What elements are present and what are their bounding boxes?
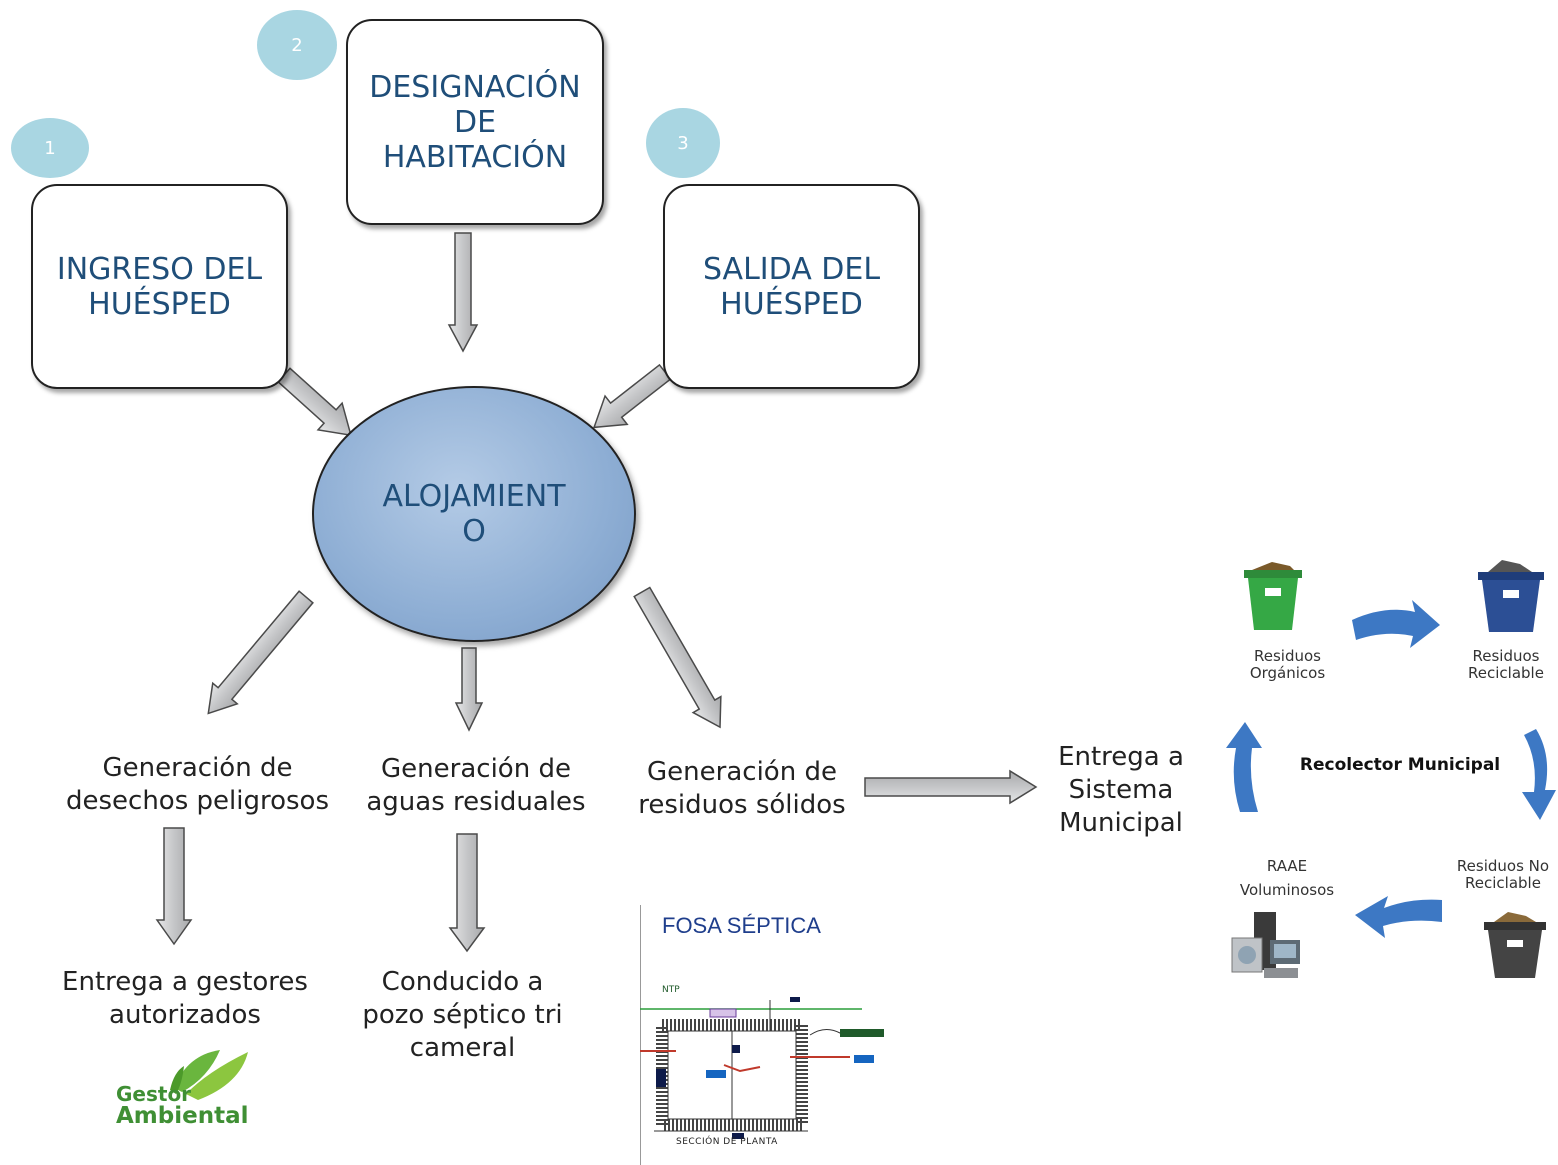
arrow-center-to-aguas (454, 647, 484, 732)
organic-bin (1232, 558, 1342, 636)
step-number: 1 (44, 137, 56, 159)
appliances-icon (1231, 912, 1300, 978)
gestor-ambiental-logo: Gestor Ambiental (112, 1050, 257, 1130)
gray-bin-icon (1484, 912, 1546, 978)
ingreso-box: INGRESO DEL HUÉSPED (31, 184, 288, 389)
arrow-solidos-to-municipal (864, 769, 1038, 805)
salida-label: SALIDA DEL HUÉSPED (702, 251, 881, 322)
step-badge-1: 1 (11, 118, 89, 178)
logo-line2: Ambiental (116, 1103, 249, 1129)
alojamiento-label: ALOJAMIENTO (382, 479, 566, 549)
reciclable-label: Residuos Reciclable (1468, 647, 1544, 682)
step-badge-2: 2 (257, 10, 337, 80)
aguas-text: Generación de aguas residuales (366, 754, 586, 817)
septic-tank-icon (640, 997, 884, 1139)
ntp-label: NTP (662, 985, 680, 995)
salida-box: SALIDA DEL HUÉSPED (663, 184, 920, 389)
arrow-salida-to-center (592, 363, 672, 429)
alojamiento-node: ALOJAMIENTO (312, 386, 636, 642)
step-number: 2 (291, 34, 303, 56)
leaf-icon (170, 1050, 248, 1100)
arrow-designacion-to-center (447, 232, 479, 353)
ingreso-label: INGRESO DEL HUÉSPED (56, 251, 263, 322)
fosa-septica-drawing: FOSA SÉPTICA NTP SECCIÓN DE PLANTA (640, 905, 890, 1165)
cycle-arrow-right (1522, 729, 1556, 820)
step-badge-3: 3 (646, 108, 720, 178)
cycle-arrow-left (1226, 722, 1262, 812)
recyclable-bin (1470, 560, 1558, 636)
fosa-title: FOSA SÉPTICA (662, 913, 821, 938)
organicos-label: Residuos Orgánicos (1249, 647, 1326, 682)
cycle-arrow-bottom (1355, 896, 1442, 938)
non-recyclable-bin (1478, 910, 1558, 982)
fosa-caption: SECCIÓN DE PLANTA (676, 1137, 778, 1147)
peligrosos-text: Generación de desechos peligrosos (65, 753, 329, 816)
arrow-aguas-to-pozo (448, 833, 486, 953)
gestores-text: Entrega a gestores autorizados (62, 967, 308, 1030)
designacion-box: DESIGNACIÓN DE HABITACIÓN (346, 19, 604, 225)
blue-bin-icon (1478, 560, 1544, 632)
no-reciclable-label: Residuos No Reciclable (1456, 857, 1550, 892)
arrow-peligrosos-to-gestores (155, 827, 193, 946)
arrow-center-to-peligrosos (207, 590, 314, 715)
solidos-text: Generación de residuos sólidos (638, 757, 846, 820)
cycle-arrow-top (1352, 600, 1440, 648)
arrow-center-to-solidos (633, 586, 722, 729)
divider-line (640, 905, 641, 1165)
raae-appliances (1230, 910, 1302, 980)
municipal-text: Entrega a Sistema Municipal (1058, 742, 1184, 838)
pozo-text: Conducido a pozo séptico tri cameral (362, 967, 563, 1063)
green-bin-icon (1244, 562, 1302, 630)
recolector-label: Recolector Municipal (1299, 755, 1501, 775)
logo-line1: Gestor (116, 1082, 192, 1106)
raae-label: RAAE Voluminosos (1239, 857, 1335, 899)
arrow-ingreso-to-center (276, 367, 352, 437)
step-number: 3 (677, 132, 689, 154)
designacion-label: DESIGNACIÓN DE HABITACIÓN (369, 69, 581, 175)
